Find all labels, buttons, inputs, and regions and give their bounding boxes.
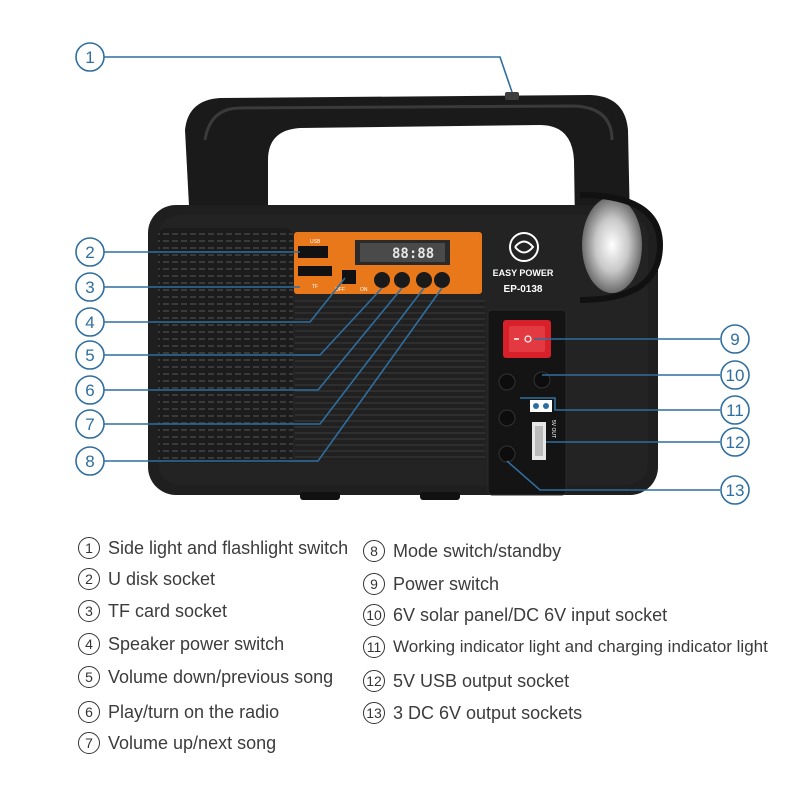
legend-item-9: 9 Power switch bbox=[363, 573, 499, 595]
callout-3: 3 bbox=[85, 278, 94, 297]
legend-text: Volume down/previous song bbox=[108, 666, 334, 687]
legend-text: Play/turn on the radio bbox=[108, 701, 280, 722]
legend-text: 3 DC 6V output sockets bbox=[393, 702, 583, 723]
legend-item-4: 4 Speaker power switch bbox=[78, 633, 284, 655]
speaker-grille bbox=[158, 228, 293, 463]
legend-number: 9 bbox=[363, 573, 385, 595]
on-label: ON bbox=[360, 287, 368, 293]
legend-item-1: 1 Side light and flashlight switch bbox=[78, 537, 348, 559]
legend-number: 5 bbox=[78, 666, 100, 688]
side-light-switch bbox=[505, 92, 519, 100]
legend-text: Speaker power switch bbox=[108, 633, 285, 654]
callout-5: 5 bbox=[85, 346, 94, 365]
tf-card-socket bbox=[298, 266, 332, 276]
control-buttons bbox=[374, 272, 450, 288]
legend-item-11: 11 Working indicator light and charging … bbox=[363, 636, 768, 658]
model-number: EP-0138 bbox=[504, 284, 543, 295]
off-label: OFF bbox=[335, 287, 345, 293]
legend-item-12: 12 5V USB output socket bbox=[363, 670, 569, 692]
legend-text: Power switch bbox=[393, 573, 500, 594]
legend-item-8: 8 Mode switch/standby bbox=[363, 540, 561, 562]
legend-number: 6 bbox=[78, 701, 100, 723]
callout-1: 1 bbox=[85, 48, 94, 67]
brand-name: EASY POWER bbox=[493, 268, 554, 278]
usb-socket bbox=[298, 246, 328, 258]
indicator-lights bbox=[530, 400, 552, 412]
legend-number: 4 bbox=[78, 633, 100, 655]
legend-number: 8 bbox=[363, 540, 385, 562]
dc-output-2 bbox=[498, 409, 516, 427]
callout-6: 6 bbox=[85, 381, 94, 400]
legend-text: U disk socket bbox=[108, 568, 216, 589]
legend-item-7: 7 Volume up/next song bbox=[78, 732, 276, 754]
legend-text: Volume up/next song bbox=[108, 732, 277, 753]
callout-2: 2 bbox=[85, 243, 94, 262]
dc-output-3 bbox=[498, 445, 516, 463]
brand-logo bbox=[509, 232, 539, 262]
legend-text: 5V USB output socket bbox=[393, 670, 570, 691]
legend-item-2: 2 U disk socket bbox=[78, 568, 215, 590]
legend-item-13: 13 3 DC 6V output sockets bbox=[363, 702, 582, 724]
legend-number: 2 bbox=[78, 568, 100, 590]
volume-up-button bbox=[416, 272, 432, 288]
play-button bbox=[394, 272, 410, 288]
legend-number: 13 bbox=[363, 702, 385, 724]
output-label: 5V OUT bbox=[550, 420, 556, 438]
volume-down-button bbox=[374, 272, 390, 288]
legend-item-5: 5 Volume down/previous song bbox=[78, 666, 333, 688]
ribbed-panel bbox=[295, 300, 485, 460]
carry-handle bbox=[185, 95, 630, 225]
speaker-power-switch bbox=[342, 270, 356, 284]
legend-text: Mode switch/standby bbox=[393, 540, 562, 561]
callout-8: 8 bbox=[85, 452, 94, 471]
usb-port-label: USB bbox=[310, 239, 321, 245]
legend-item-10: 10 6V solar panel/DC 6V input socket bbox=[363, 604, 667, 626]
legend-text: Side light and flashlight switch bbox=[108, 537, 349, 558]
legend-number: 11 bbox=[363, 636, 385, 658]
legend-number: 3 bbox=[78, 600, 100, 622]
callout-10: 10 bbox=[726, 366, 745, 385]
legend-number: 7 bbox=[78, 732, 100, 754]
legend-number: 12 bbox=[363, 670, 385, 692]
callout-9: 9 bbox=[730, 330, 739, 349]
legend-text: TF card socket bbox=[108, 600, 228, 621]
mode-button bbox=[434, 272, 450, 288]
legend-text: Working indicator light and charging ind… bbox=[393, 637, 768, 656]
tf-port-label: TF bbox=[312, 284, 318, 290]
callout-7: 7 bbox=[85, 415, 94, 434]
legend-item-6: 6 Play/turn on the radio bbox=[78, 701, 279, 723]
legend-number: 1 bbox=[78, 537, 100, 559]
legend-number: 10 bbox=[363, 604, 385, 626]
dc-input-socket bbox=[533, 371, 551, 389]
callout-11: 11 bbox=[726, 401, 744, 420]
callout-12: 12 bbox=[726, 433, 745, 452]
lcd-digits: 88:88 bbox=[392, 246, 434, 262]
callout-lines bbox=[104, 56, 720, 491]
callout-markers bbox=[75, 42, 750, 505]
callout-4: 4 bbox=[85, 313, 94, 332]
dc-output-1 bbox=[498, 373, 516, 391]
legend-item-3: 3 TF card socket bbox=[78, 600, 227, 622]
callout-13: 13 bbox=[726, 481, 745, 500]
flashlight-lens bbox=[582, 197, 642, 293]
legend-text: 6V solar panel/DC 6V input socket bbox=[393, 604, 668, 625]
